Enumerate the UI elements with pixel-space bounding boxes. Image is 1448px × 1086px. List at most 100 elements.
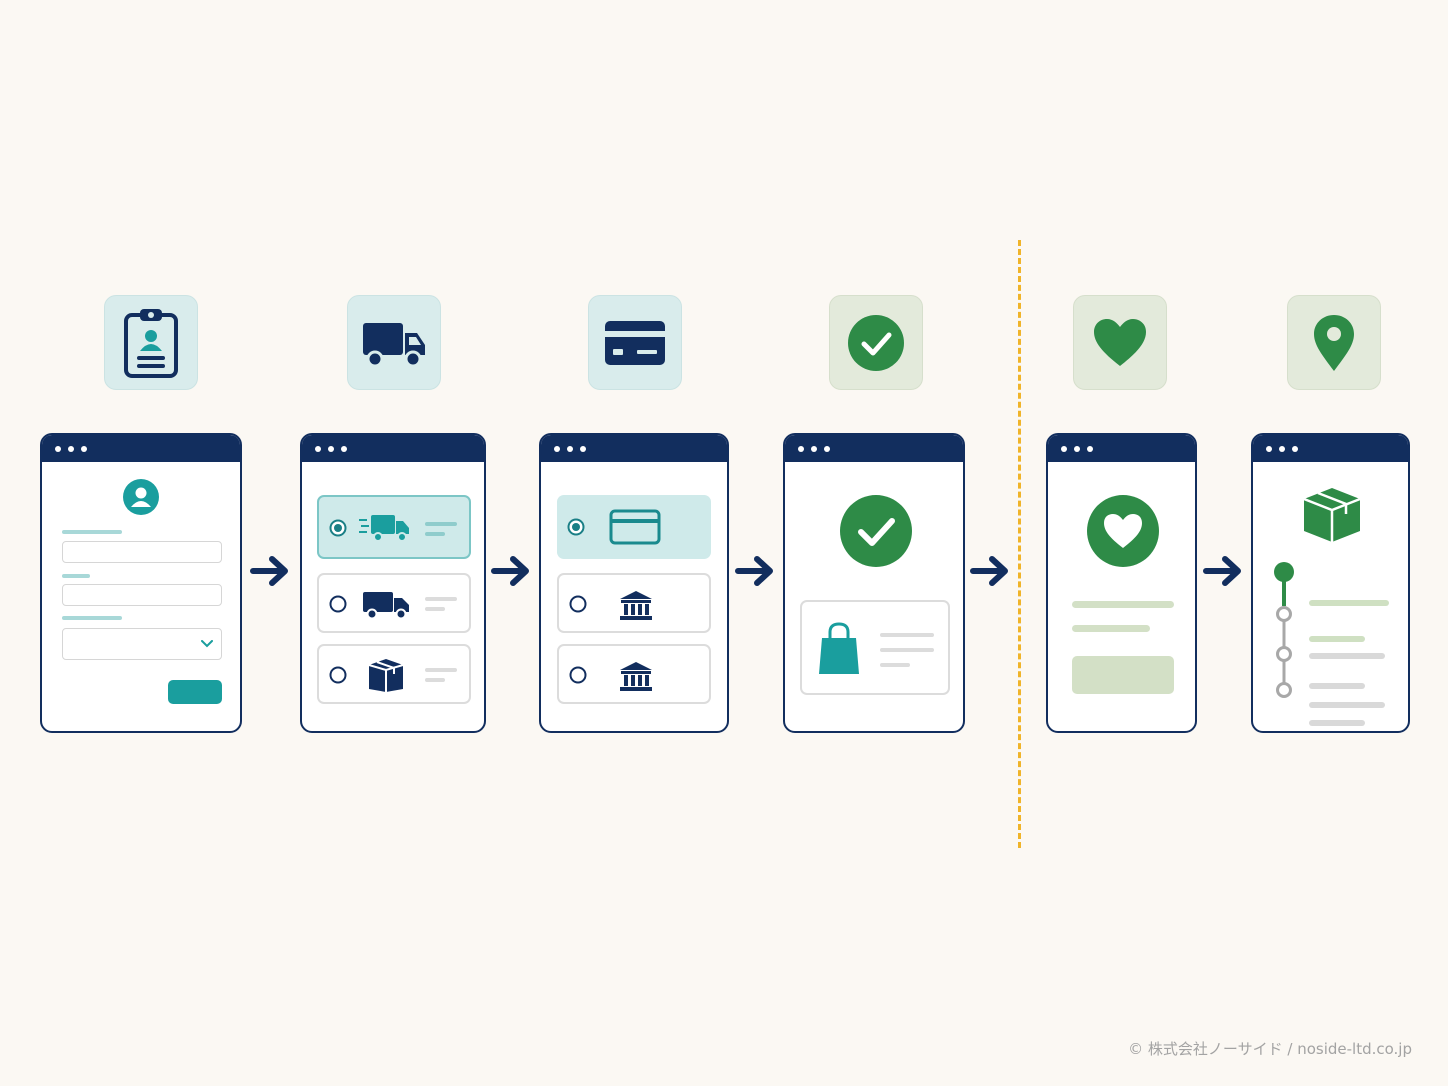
status-text-line	[1309, 702, 1385, 708]
fast-truck-icon	[359, 515, 409, 542]
radio-icon[interactable]	[569, 595, 587, 613]
window-thank-you	[1046, 433, 1197, 733]
window-dot	[68, 446, 74, 452]
window-customer-info	[40, 433, 242, 733]
field-label-line	[62, 530, 122, 534]
window-title-bar	[1048, 435, 1195, 462]
radio-selected-icon[interactable]	[567, 518, 585, 536]
window-title-bar	[42, 435, 240, 462]
select-field[interactable]	[62, 628, 222, 660]
window-dot	[341, 446, 347, 452]
field-label-line	[62, 574, 90, 578]
status-text-line	[1309, 600, 1389, 606]
radio-selected-icon[interactable]	[329, 519, 347, 537]
package-box-icon	[1303, 488, 1361, 542]
option-text-line	[425, 597, 457, 601]
bank-icon	[620, 662, 652, 691]
status-text-line	[1309, 636, 1365, 642]
window-title-bar	[302, 435, 484, 462]
window-dot	[824, 446, 830, 452]
continue-button[interactable]	[1072, 656, 1174, 694]
window-tracking	[1251, 433, 1410, 733]
window-dot	[81, 446, 87, 452]
shopping-bag-icon	[819, 622, 859, 674]
step-tile-tracking	[1287, 295, 1381, 390]
window-dot	[1279, 446, 1285, 452]
status-text-line	[1309, 720, 1365, 726]
window-dot	[1074, 446, 1080, 452]
step-tile-payment	[588, 295, 682, 390]
option-text-line	[425, 678, 445, 682]
option-text-line	[425, 668, 457, 672]
window-dot	[55, 446, 61, 452]
arrow-right-icon	[250, 556, 288, 586]
step-tile-customer-info	[104, 295, 198, 390]
arrow-right-icon	[1203, 556, 1241, 586]
shipping-option-package[interactable]	[317, 644, 471, 704]
window-payment	[539, 433, 729, 733]
window-dot	[328, 446, 334, 452]
shipping-option-standard[interactable]	[317, 573, 471, 633]
order-summary-card	[800, 600, 950, 695]
heart-icon	[1094, 318, 1146, 366]
message-text-line	[1072, 625, 1150, 632]
copyright-credit: © 株式会社ノーサイド / noside-ltd.co.jp	[1128, 1040, 1412, 1058]
arrow-right-icon	[970, 556, 1008, 586]
submit-button[interactable]	[168, 680, 222, 704]
shipping-option-express[interactable]	[317, 495, 471, 559]
check-circle-icon	[840, 495, 912, 567]
phase-divider	[1018, 240, 1021, 848]
user-avatar-icon	[123, 479, 159, 515]
step-tile-confirmation	[829, 295, 923, 390]
bank-icon	[620, 591, 652, 620]
payment-option-card[interactable]	[557, 495, 711, 559]
location-pin-icon	[1314, 314, 1354, 371]
window-dot	[315, 446, 321, 452]
arrow-right-icon	[491, 556, 529, 586]
credit-card-icon	[605, 320, 665, 365]
heart-circle-icon	[1087, 495, 1159, 567]
summary-text-line	[880, 633, 934, 637]
arrow-right-icon	[735, 556, 773, 586]
window-dot	[554, 446, 560, 452]
window-title-bar	[541, 435, 727, 462]
text-field[interactable]	[62, 541, 222, 563]
check-circle-icon	[848, 314, 904, 371]
window-dot	[1087, 446, 1093, 452]
tracking-timeline	[1274, 562, 1294, 698]
payment-option-bank[interactable]	[557, 644, 711, 704]
message-text-line	[1072, 601, 1174, 608]
window-dot	[580, 446, 586, 452]
window-title-bar	[785, 435, 963, 462]
credit-card-icon	[609, 509, 661, 545]
window-dot	[811, 446, 817, 452]
window-title-bar	[1253, 435, 1408, 462]
clipboard-user-icon	[124, 308, 178, 378]
status-text-line	[1309, 653, 1385, 659]
window-shipping	[300, 433, 486, 733]
option-text-line	[425, 607, 445, 611]
summary-text-line	[880, 663, 910, 667]
step-tile-thank-you	[1073, 295, 1167, 390]
payment-option-bank[interactable]	[557, 573, 711, 633]
option-text-line	[425, 522, 457, 526]
window-dot	[1061, 446, 1067, 452]
truck-icon	[363, 322, 425, 367]
box-icon	[368, 659, 404, 692]
step-tile-shipping	[347, 295, 441, 390]
radio-icon[interactable]	[569, 666, 587, 684]
option-text-line	[425, 532, 445, 536]
status-text-line	[1309, 683, 1365, 689]
radio-icon[interactable]	[329, 666, 347, 684]
window-dot	[798, 446, 804, 452]
summary-text-line	[880, 648, 934, 652]
radio-icon[interactable]	[329, 595, 347, 613]
window-confirmation	[783, 433, 965, 733]
window-dot	[567, 446, 573, 452]
window-dot	[1266, 446, 1272, 452]
field-label-line	[62, 616, 122, 620]
truck-icon	[363, 592, 409, 620]
window-dot	[1292, 446, 1298, 452]
text-field[interactable]	[62, 584, 222, 606]
chevron-down-icon	[201, 640, 213, 648]
